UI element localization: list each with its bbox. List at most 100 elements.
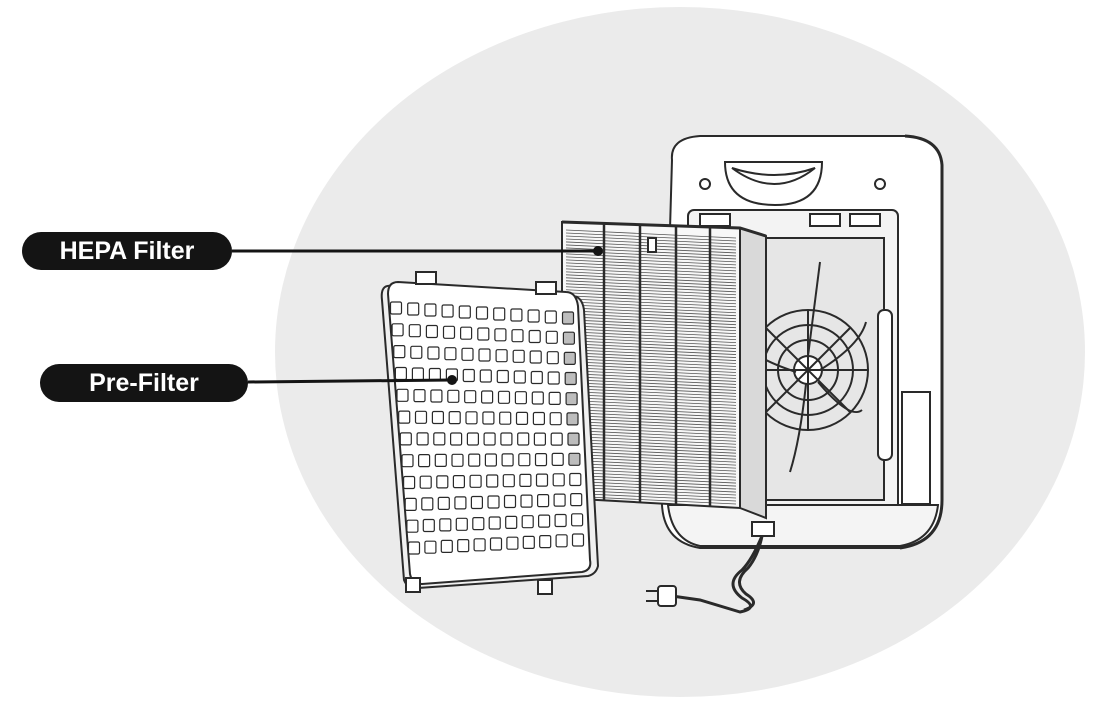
pre-filter-cell <box>468 453 481 467</box>
hepa-pleat-line <box>565 367 737 376</box>
hepa-pleat-line <box>565 441 737 451</box>
pre-filter-cell <box>416 432 429 446</box>
pre-filter-cell <box>466 432 479 446</box>
pre-filter-cell <box>554 513 567 528</box>
pre-filter-cell <box>389 301 403 315</box>
hepa-pleat-line <box>565 438 737 448</box>
pre-filter-cell <box>531 391 544 405</box>
pre-filter-cell <box>499 411 512 425</box>
hepa-pleat-line <box>565 319 737 329</box>
leader-lines <box>232 246 603 385</box>
pre-filter-cell <box>544 310 557 324</box>
pre-filter-cell <box>517 432 530 446</box>
pre-filter-cell <box>488 516 501 530</box>
pre-filter-clip-bottom-left <box>405 577 421 593</box>
hepa-filter-label: HEPA Filter <box>22 232 232 270</box>
pre-filter-cell <box>571 533 585 547</box>
hepa-pleat-line <box>565 259 737 269</box>
hepa-pleat-line <box>565 382 737 391</box>
hepa-pleat-line <box>565 385 737 394</box>
pre-filter-cell <box>510 308 523 322</box>
pre-filter-cell <box>550 432 563 446</box>
pre-leader-dot <box>447 375 457 385</box>
hepa-filter-side <box>739 226 767 520</box>
pre-filter-cell <box>461 347 474 361</box>
screw-left <box>699 178 711 190</box>
pre-filter-cell <box>532 411 546 426</box>
pre-filter-cell <box>413 389 426 403</box>
pre-filter-cell <box>497 390 511 404</box>
pre-filter-cell <box>398 410 411 424</box>
pre-filter-cell <box>450 432 463 446</box>
cavity-latch-3 <box>849 213 881 227</box>
hepa-pleat-line <box>565 301 737 311</box>
pre-filter-cell <box>515 411 529 425</box>
hepa-pleat-line <box>565 376 737 385</box>
pre-filter-cell <box>396 388 409 402</box>
hepa-pleat-line <box>565 417 737 427</box>
pre-filter-clip-top-right <box>535 281 557 295</box>
pre-filter-cell <box>500 432 513 446</box>
pre-filter-cell <box>536 494 550 508</box>
pre-filter-cell <box>553 493 566 507</box>
hepa-pleat-line <box>565 453 737 463</box>
pre-filter-cell <box>513 370 526 384</box>
pre-filter-cell <box>475 306 489 320</box>
pre-filter-cell <box>469 474 482 488</box>
hepa-pleat-line <box>565 459 737 469</box>
pre-filter-cell <box>537 514 551 528</box>
hepa-pleat-line <box>565 423 737 433</box>
pre-filter-clip-top-left <box>415 271 437 285</box>
hepa-pleat-line <box>565 325 737 335</box>
pre-filter-cell <box>430 389 443 403</box>
pre-filter-cell <box>457 538 470 553</box>
hepa-pleat-line <box>565 316 737 326</box>
hepa-pleat-line <box>565 399 737 409</box>
pre-filter-cell <box>454 496 467 510</box>
pre-filter-cell <box>399 432 412 446</box>
pre-leader-line <box>247 378 453 384</box>
pre-filter-cell <box>425 324 438 339</box>
hepa-pleat-line <box>565 253 737 263</box>
pre-filter-cell <box>549 412 562 426</box>
hepa-pleat-line <box>565 313 737 323</box>
pre-filter-cell <box>502 474 515 488</box>
pre-filter-cell <box>483 432 496 446</box>
pre-filter-cell <box>563 351 576 365</box>
hepa-pleat-line <box>565 349 737 358</box>
hepa-pleat-line <box>565 388 737 397</box>
pre-filter-cell <box>408 324 421 338</box>
power-plug-icon <box>646 585 677 607</box>
pre-filter-cell <box>433 432 446 446</box>
hepa-pleat-line <box>565 304 737 314</box>
hepa-pleat-line <box>565 334 737 344</box>
pre-filter-cell <box>561 311 575 325</box>
hepa-pleat-line <box>565 393 737 403</box>
pre-filter-cell <box>539 534 552 549</box>
pre-filter-cell <box>444 347 457 361</box>
hepa-pleat-line <box>565 432 737 442</box>
pre-filter-cell <box>494 328 507 342</box>
hepa-leader-dot <box>593 246 603 256</box>
pre-filter-cell <box>442 325 456 339</box>
hepa-pleat-line <box>565 447 737 457</box>
hepa-pleat-line <box>565 408 737 418</box>
hepa-pleat-line <box>565 346 737 355</box>
pre-filter-clip-bottom-right <box>537 579 553 595</box>
purifier-base <box>666 504 940 547</box>
hepa-pleat-line <box>565 280 737 290</box>
pre-filter-cell <box>519 473 532 487</box>
hepa-pleat-line <box>565 268 737 278</box>
pre-filter-cell <box>568 452 581 466</box>
hepa-pleat-line <box>565 229 737 239</box>
pre-filter-cell <box>530 370 543 385</box>
pre-filter-cell <box>424 303 437 317</box>
pre-filter-cell <box>562 331 576 345</box>
pre-filter-cell <box>427 346 440 360</box>
hepa-pleat-line <box>565 310 737 320</box>
pre-filter-cell <box>534 453 548 467</box>
pre-filter-cell <box>545 330 558 344</box>
pre-filter-cell <box>477 327 490 341</box>
